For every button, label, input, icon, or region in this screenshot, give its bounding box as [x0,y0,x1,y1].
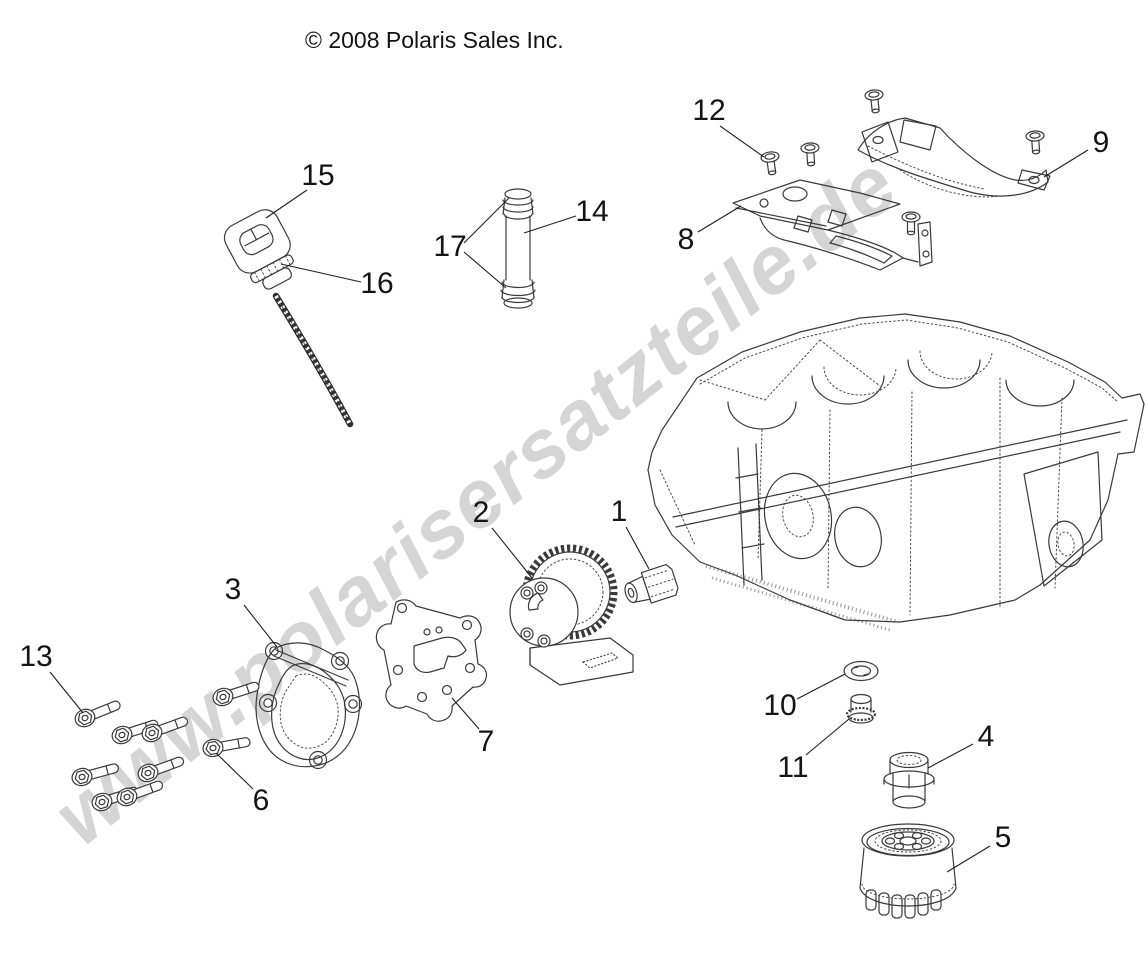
callout-7: 7 [477,725,495,758]
callout-leader-lines [49,125,1089,873]
callout-12: 12 [692,94,726,127]
leader-line-17 [463,197,510,244]
callout-17: 17 [433,230,467,263]
leader-line-7 [451,697,480,730]
oil-plug-drawing [845,693,877,724]
dipstick-drawing [223,209,354,428]
shield-screws [759,88,1046,236]
callout-11: 11 [777,751,809,784]
sealing-washer-drawing [843,660,879,682]
engine-block-drawing [647,313,1145,632]
leader-line-12 [719,125,765,158]
leader-line-14 [523,215,577,234]
leader-line-15 [265,189,308,219]
mounting-bolts [69,695,191,814]
callout-8: 8 [677,223,695,256]
leader-line-8 [697,205,742,233]
leader-line-9 [1043,149,1089,178]
leader-line-2 [491,527,533,579]
heat-shield-drawing [857,117,1051,198]
callout-6: 6 [252,784,270,817]
callout-9: 9 [1092,126,1110,159]
leader-line-6 [215,752,254,790]
callout-13: 13 [19,640,53,673]
oil-nozzle-fitting-drawing [624,564,679,604]
callout-15: 15 [301,159,335,192]
leader-line-10 [796,673,846,700]
callout-14: 14 [575,195,609,228]
pump-cover-drawing [255,641,363,770]
callout-1: 1 [610,495,628,528]
copyright-text: © 2008 Polaris Sales Inc. [305,27,564,53]
leader-line-17 [463,251,507,289]
leader-line-11 [805,718,850,756]
leader-line-3 [243,604,278,648]
callout-5: 5 [994,821,1012,854]
leader-line-5 [946,845,991,873]
heat-shield-bracket-drawing [732,179,933,271]
oil-filter-drawing [859,823,957,919]
leader-line-16 [280,263,362,283]
cover-bolts [201,676,262,759]
filter-adapter-drawing [883,751,935,809]
leader-line-13 [49,671,84,714]
callout-4: 4 [977,720,995,753]
oil-tube-drawing [500,188,536,309]
callout-3: 3 [224,573,242,606]
callout-10: 10 [763,689,797,722]
pump-gasket-drawing [375,599,488,722]
oil-pump-drawing [509,544,634,686]
callout-2: 2 [472,496,490,529]
leader-line-1 [625,526,650,570]
callout-16: 16 [360,267,394,300]
leader-line-4 [927,743,974,769]
